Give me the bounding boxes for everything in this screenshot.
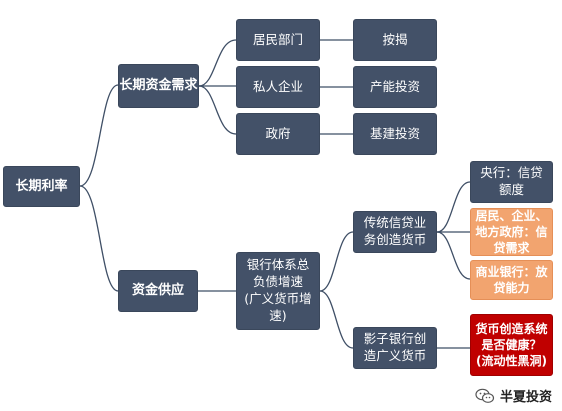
watermark: 半夏投资	[475, 386, 552, 405]
node-monetary-system-health: 货币创造系统是否健康？ (流动性黑洞)	[470, 314, 553, 376]
node-bank-liabilities-growth: 银行体系总负债增速 (广义货币增速)	[236, 252, 320, 330]
connector-root-supply	[79, 185, 119, 292]
node-capacity-investment-label: 产能投资	[369, 78, 420, 94]
node-shadow-banking-label: 影子银行创造广义货币	[363, 331, 427, 363]
node-traditional-credit-label: 传统信贷业务创造货币	[363, 215, 427, 247]
node-government-label: 政府	[265, 125, 291, 141]
node-central-bank-label: 央行：信贷额度	[480, 165, 543, 197]
node-long-term-rate: 长期利率	[3, 166, 80, 207]
node-shadow-banking: 影子银行创造广义货币	[353, 327, 437, 369]
connector-traditional-lending	[436, 231, 471, 280]
node-central-bank: 央行：信贷额度	[470, 161, 553, 203]
node-capital-demand: 长期资金需求	[118, 64, 199, 108]
node-capacity-investment: 产能投资	[353, 66, 437, 108]
node-infrastructure-investment-label: 基建投资	[369, 125, 420, 141]
node-liquidity-hole-label: (流动性黑洞)	[476, 354, 547, 369]
connector-bankdebt-shadow	[319, 290, 354, 349]
node-monetary-health-label: 货币创造系统是否健康？	[475, 321, 548, 352]
node-capital-demand-label: 长期资金需求	[119, 78, 198, 94]
connector-root-demand	[79, 84, 119, 187]
node-government: 政府	[236, 113, 320, 155]
connector-bankdebt-traditional	[319, 231, 354, 292]
node-capital-supply: 资金供应	[118, 270, 198, 312]
node-credit-demand-label: 居民、企业、地方政府：信贷需求	[475, 208, 548, 256]
node-credit-demand: 居民、企业、地方政府：信贷需求	[470, 208, 553, 256]
connector-demand-government	[198, 85, 237, 135]
node-private-firms-label: 私人企业	[252, 78, 303, 94]
node-residents-label: 居民部门	[252, 31, 303, 47]
node-broad-money-label: (广义货币增速)	[244, 291, 312, 323]
node-long-term-rate-label: 长期利率	[15, 178, 68, 194]
node-mortgage-label: 按揭	[382, 31, 408, 47]
node-mortgage: 按揭	[353, 19, 437, 61]
connector-demand-residents	[198, 39, 237, 87]
node-traditional-credit: 传统信贷业务创造货币	[353, 211, 437, 253]
watermark-text: 半夏投资	[499, 390, 552, 405]
node-lending-capacity-label: 商业银行：放贷能力	[475, 264, 548, 295]
wechat-icon	[475, 388, 495, 404]
node-private-firms: 私人企业	[236, 66, 320, 108]
node-lending-capacity: 商业银行：放贷能力	[470, 260, 553, 300]
node-bank-liabilities-label: 银行体系总负债增速	[246, 257, 310, 290]
connector-traditional-central	[436, 181, 471, 233]
node-capital-supply-label: 资金供应	[131, 283, 184, 299]
node-infrastructure-investment: 基建投资	[353, 113, 437, 155]
node-residents: 居民部门	[236, 19, 320, 61]
